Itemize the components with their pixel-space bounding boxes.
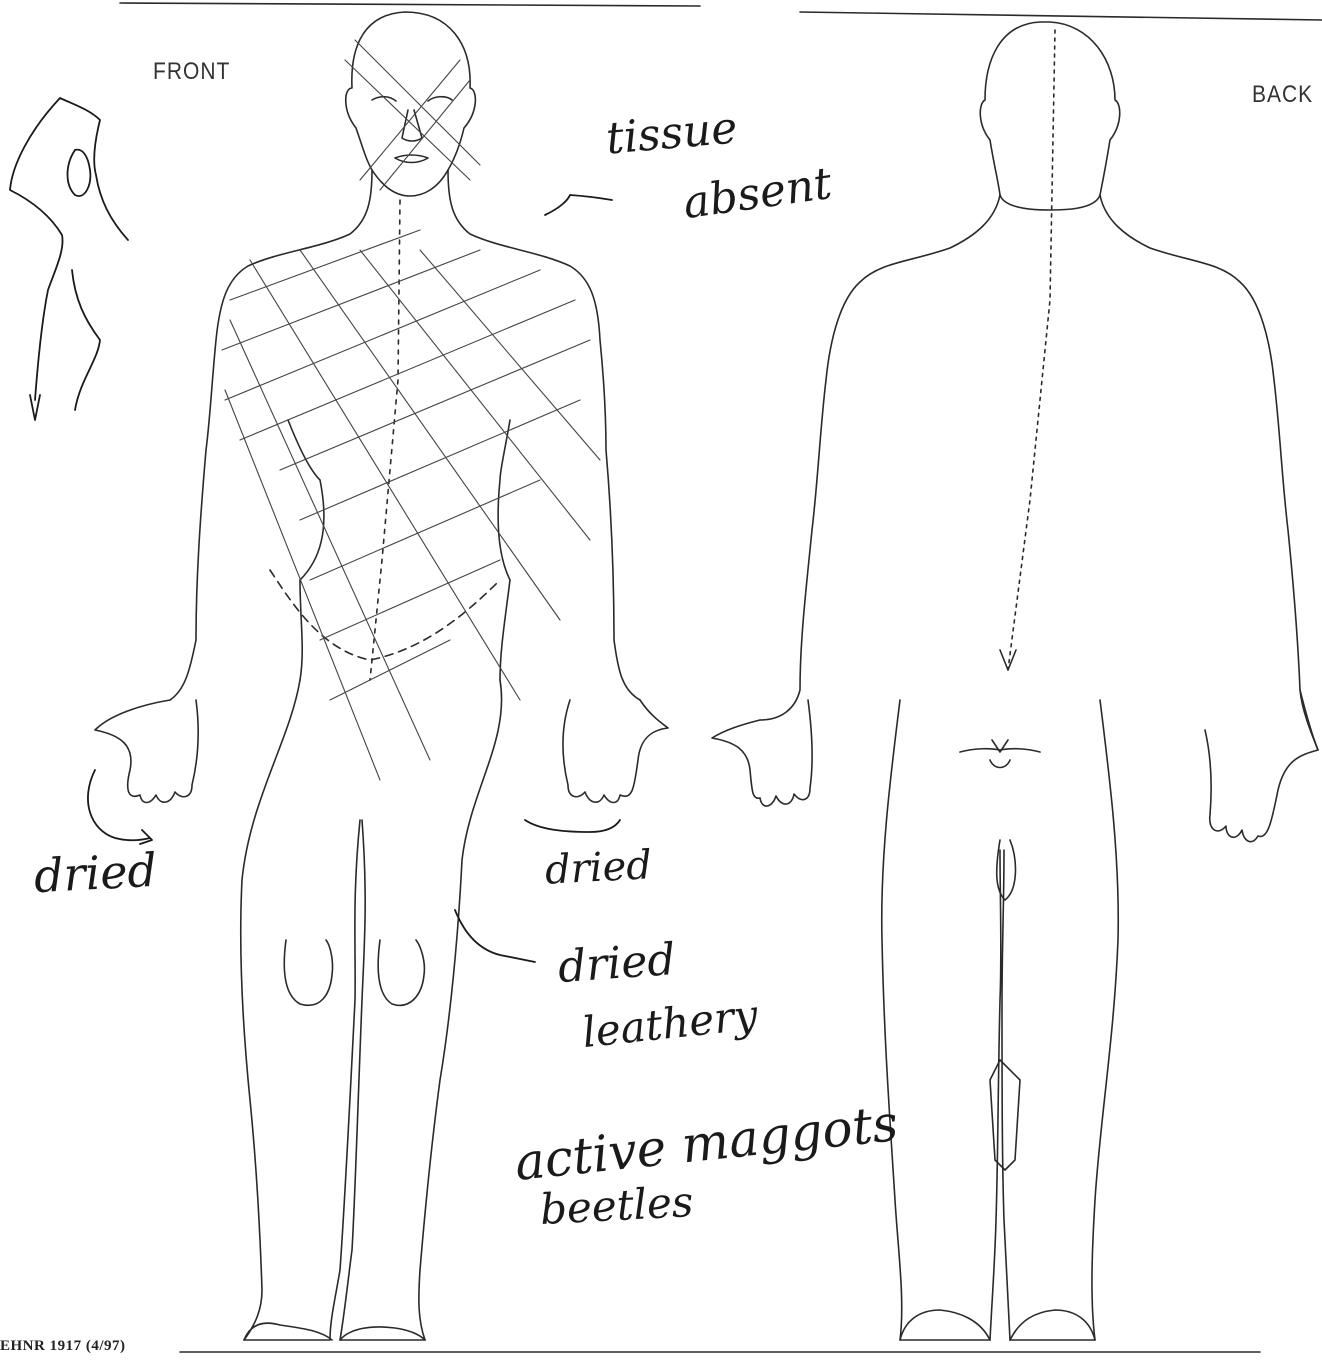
- back-legs: [882, 700, 1119, 1340]
- front-torso: [170, 170, 640, 700]
- front-feet: [244, 1323, 425, 1340]
- front-label: FRONT: [153, 58, 230, 86]
- arrow-dried-left: [88, 770, 152, 844]
- back-right-hand: [1205, 690, 1318, 842]
- back-knee: [990, 1060, 1020, 1170]
- note-dried-leathery-line1: dried: [557, 938, 677, 990]
- front-knee-left: [284, 940, 332, 1005]
- tissue-absent-hatching: [222, 40, 600, 780]
- front-head: [346, 12, 476, 196]
- top-rule-left: [120, 3, 700, 6]
- front-left-hand: [95, 700, 198, 803]
- front-legs: [241, 680, 502, 1340]
- note-dried-right: dried: [544, 845, 653, 891]
- back-head: [980, 22, 1119, 210]
- front-knee-right: [378, 940, 424, 1005]
- back-label: BACK: [1252, 81, 1313, 109]
- note-beetles: beetles: [539, 1181, 694, 1231]
- arrow-tissue-absent: [545, 195, 612, 215]
- sketch-figure: [10, 98, 128, 420]
- back-feet: [900, 1310, 1095, 1340]
- back-spine: [1008, 30, 1055, 670]
- arrow-dried-leathery: [455, 910, 535, 962]
- front-right-hand: [563, 700, 668, 803]
- top-rule-right: [800, 12, 1322, 20]
- note-tissue-absent-line1: tissue: [604, 106, 739, 161]
- form-code: EHNR 1917 (4/97): [0, 1338, 126, 1355]
- handwritten-marks: [10, 98, 620, 962]
- back-torso: [760, 195, 1318, 750]
- front-mouth: [395, 155, 428, 163]
- arrow-dried-right: [525, 820, 620, 832]
- back-left-hand: [712, 700, 812, 806]
- note-dried-left: dried: [33, 847, 158, 899]
